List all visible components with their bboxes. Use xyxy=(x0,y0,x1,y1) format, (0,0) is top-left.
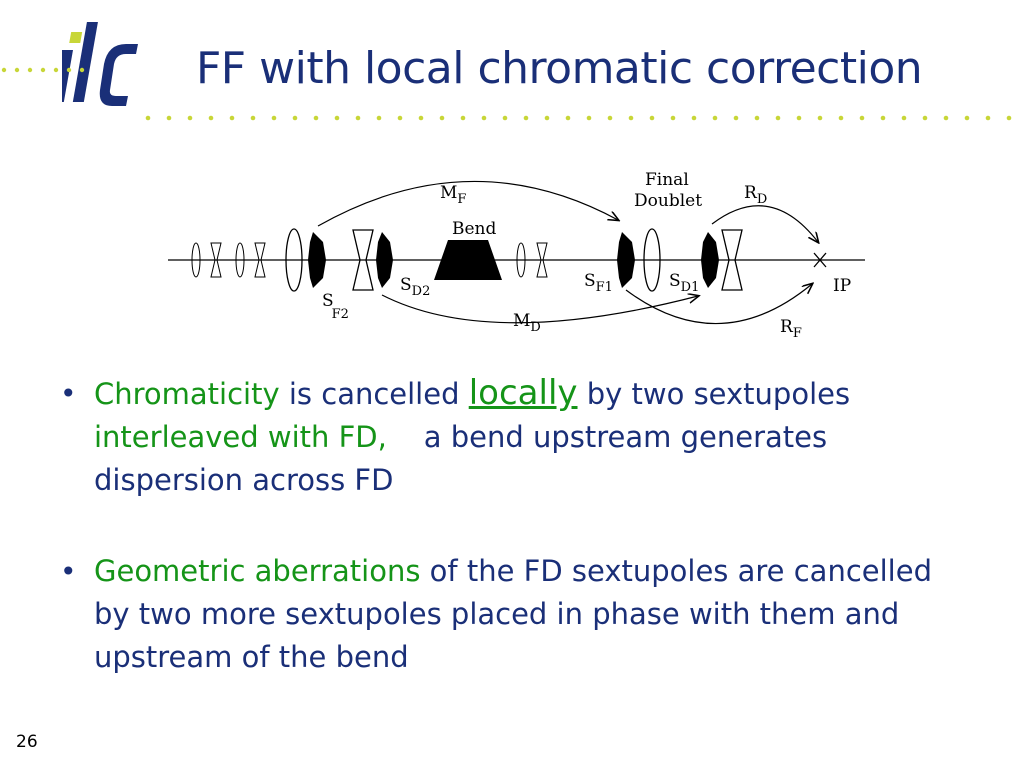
decorative-dot xyxy=(796,115,802,121)
decorative-dot xyxy=(859,115,865,121)
decorative-dot xyxy=(418,115,424,121)
upstream-small-lenses xyxy=(191,242,266,278)
decorative-dot xyxy=(439,115,445,121)
decorative-dot xyxy=(943,115,949,121)
decorative-dots-underline xyxy=(145,115,1012,121)
bullet-2-keyword: Geometric aberrations xyxy=(94,554,421,588)
decorative-dot xyxy=(964,115,970,121)
label-bend: Bend xyxy=(452,219,497,239)
decorative-dot xyxy=(334,115,340,121)
label-sd1: SD1 xyxy=(669,271,699,295)
decorative-dot xyxy=(691,115,697,121)
bullet-1-keyword: Chromaticity xyxy=(94,377,280,411)
final-doublet-lens-d xyxy=(721,229,743,291)
decorative-dot xyxy=(229,115,235,121)
decorative-dot xyxy=(166,115,172,121)
downstream-small-lenses xyxy=(516,242,548,278)
decorative-dot xyxy=(670,115,676,121)
decorative-dot xyxy=(208,115,214,121)
bullet-item-2: • Geometric aberrations of the FD sextup… xyxy=(56,550,956,679)
label-doublet: Doublet xyxy=(634,191,702,211)
sextupole-sf2 xyxy=(308,232,326,288)
decorative-dot xyxy=(817,115,823,121)
decorative-dot xyxy=(649,115,655,121)
label-ip: IP xyxy=(833,276,851,296)
defocusing-lens xyxy=(352,229,374,291)
decorative-dot xyxy=(355,115,361,121)
sextupole-sf1 xyxy=(617,232,635,288)
decorative-dot xyxy=(754,115,760,121)
decorative-dot xyxy=(250,115,256,121)
arrow-md xyxy=(381,295,698,324)
decorative-dot xyxy=(838,115,844,121)
decorative-dot xyxy=(901,115,907,121)
label-sf1: SF1 xyxy=(584,271,613,295)
decorative-dot xyxy=(271,115,277,121)
label-rf: RF xyxy=(780,317,802,341)
ip-marker xyxy=(813,252,827,268)
arrow-mf xyxy=(317,180,618,227)
bullet-2-text: of the FD sextupoles are cancelled by tw… xyxy=(94,554,932,674)
decorative-dot xyxy=(775,115,781,121)
decorative-dot xyxy=(187,115,193,121)
decorative-dot xyxy=(523,115,529,121)
page-number: 26 xyxy=(16,732,38,752)
arrow-rf xyxy=(625,284,812,325)
bullet-1-text-f: a bend upstream generates dispersion acr… xyxy=(94,420,837,497)
bullet-item-1: • Chromaticity is cancelled locally by t… xyxy=(56,372,956,502)
sextupole-sd2 xyxy=(376,232,393,288)
bend-magnet xyxy=(434,240,502,280)
bullet-1-text-d: by two sextupoles xyxy=(577,377,851,411)
label-rd: RD xyxy=(744,183,767,207)
label-mf: MF xyxy=(440,183,466,207)
decorative-dot xyxy=(502,115,508,121)
sextupole-sd1 xyxy=(701,232,719,288)
bullet-list: • Chromaticity is cancelled locally by t… xyxy=(56,372,956,679)
final-doublet-lens-f xyxy=(643,228,661,292)
bullet-dot-icon: • xyxy=(60,377,77,410)
decorative-dot xyxy=(460,115,466,121)
decorative-dot xyxy=(1006,115,1012,121)
decorative-dot xyxy=(733,115,739,121)
decorative-dots-left xyxy=(1,67,85,73)
decorative-dot xyxy=(607,115,613,121)
decorative-dot xyxy=(985,115,991,121)
bullet-dot-icon: • xyxy=(60,555,77,588)
decorative-dot xyxy=(397,115,403,121)
bullet-1-emphasis: locally xyxy=(468,373,578,413)
label-md: MD xyxy=(513,311,541,335)
decorative-dot xyxy=(376,115,382,121)
decorative-dot xyxy=(292,115,298,121)
focusing-lens xyxy=(285,228,303,292)
decorative-dot xyxy=(565,115,571,121)
decorative-dot xyxy=(922,115,928,121)
bullet-1-keyword-2: interleaved with FD, xyxy=(94,420,387,454)
decorative-dot xyxy=(628,115,634,121)
decorative-dot xyxy=(544,115,550,121)
decorative-dot xyxy=(712,115,718,121)
label-final: Final xyxy=(645,170,689,190)
slide-title: FF with local chromatic correction xyxy=(196,43,923,94)
decorative-dot xyxy=(313,115,319,121)
arrow-rd xyxy=(711,205,818,242)
decorative-dot xyxy=(880,115,886,121)
decorative-dot xyxy=(145,115,151,121)
label-sd2: SD2 xyxy=(400,275,430,299)
bullet-1-text-b: is cancelled xyxy=(279,377,469,411)
decorative-dot xyxy=(586,115,592,121)
decorative-dot xyxy=(481,115,487,121)
